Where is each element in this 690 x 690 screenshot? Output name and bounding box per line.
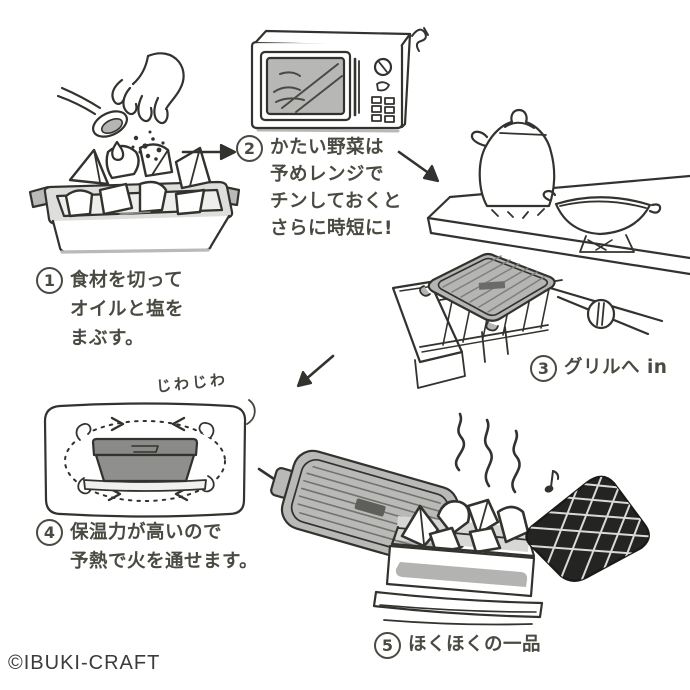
- finished-dish-illustration: [270, 412, 655, 626]
- zap-icon: [411, 27, 429, 52]
- heat-retention-illustration: [43, 402, 247, 518]
- step-5-number-badge: 5: [374, 632, 401, 659]
- stove-knob: [586, 298, 616, 330]
- stove-scene-illustration: [391, 108, 690, 389]
- step-3-caption: 3 グリルへ in: [530, 354, 667, 382]
- step-4-caption: 4 保温力が高いので 予熱で火を通せます。: [36, 518, 258, 576]
- cut-vegetables: [64, 143, 212, 218]
- steam-icon: [454, 412, 521, 494]
- step-4-number-badge: 4: [36, 519, 63, 546]
- arrow-step2-to-step3: [397, 150, 440, 183]
- step-1-text: 食材を切って オイルと塩を まぶす。: [70, 270, 185, 349]
- kettle: [470, 108, 556, 219]
- sizzle-motion-line: [246, 399, 256, 425]
- step-5-text: ほくほくの一品: [408, 634, 542, 655]
- step-2-number-badge: 2: [236, 135, 263, 162]
- seasoning-specks: [131, 130, 165, 161]
- step-5-caption: 5 ほくほくの一品: [374, 631, 541, 659]
- arrow-step3-to-step4: [296, 354, 335, 388]
- step-3-number-badge: 3: [530, 355, 557, 382]
- step-4-text: 保温力が高いので 予熱で火を通せます。: [70, 522, 259, 572]
- step-2-caption: 2 かたい野菜は 予めレンジで チンしておくと さらに時短に!: [236, 134, 402, 242]
- step-3-text: グリルへ in: [564, 357, 668, 378]
- arrow-step1-to-step2: [181, 143, 237, 161]
- copyright-text: ©IBUKI-CRAFT: [8, 652, 161, 674]
- seasoning-dish-illustration: [28, 52, 241, 254]
- oil-spoon: [56, 86, 128, 161]
- grill-pan-in-drawer: [419, 252, 556, 332]
- food-in-microwave: [273, 63, 343, 113]
- step-1-caption: 1 食材を切って オイルと塩を まぶす。: [36, 266, 184, 353]
- pan-on-burner: [542, 189, 662, 253]
- microwave-controls: [371, 57, 395, 123]
- sprinkling-hand: [111, 52, 185, 161]
- dish-of-roasted-vegetables: [372, 498, 544, 626]
- step-1-number-badge: 1: [36, 267, 63, 294]
- music-note-icon: [544, 470, 560, 493]
- step-2-text: かたい野菜は 予めレンジで チンしておくと さらに時短に!: [270, 137, 402, 239]
- oven-mitt: [517, 468, 655, 598]
- covered-grill-dish: [91, 437, 199, 483]
- microwave-illustration: [250, 27, 429, 133]
